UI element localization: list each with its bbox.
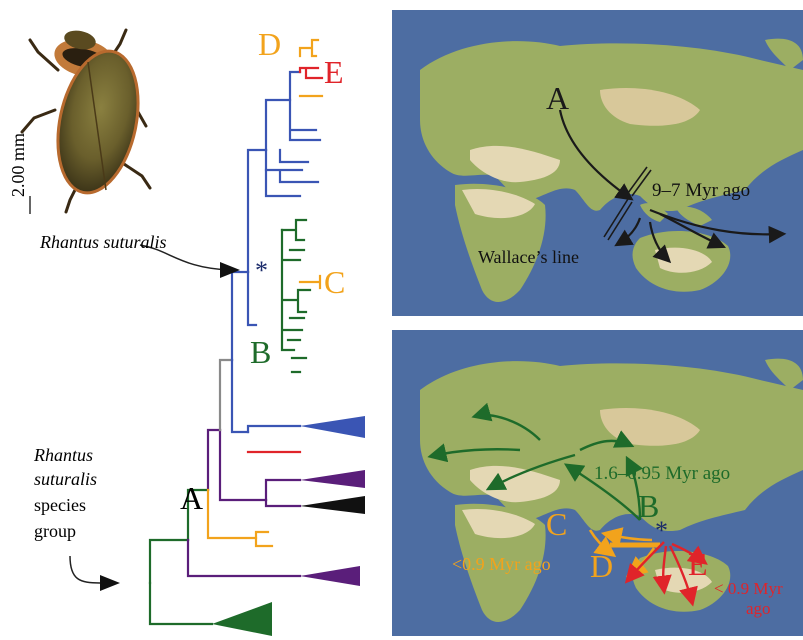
top-map-label-A: A — [546, 82, 569, 114]
wallace-line-label: Wallace’s line — [478, 248, 579, 266]
beetle-image — [22, 28, 150, 212]
scale-bar-label: 2.00 mm — [9, 131, 27, 199]
phylogeny — [150, 40, 322, 624]
species-group-line-1: Rhantus — [34, 446, 93, 464]
tree-branch-grey — [220, 360, 232, 430]
tree-branch-blue — [232, 72, 320, 432]
tree-node-E: E — [324, 56, 344, 88]
tree-branch-orange-C — [300, 276, 320, 288]
top-map-date: 9–7 Myr ago — [652, 181, 750, 200]
collapsed-clade-purple-2 — [300, 566, 360, 586]
tree-node-D: D — [258, 28, 281, 60]
tree-node-A: A — [180, 482, 203, 514]
species-group-line-3: species — [34, 496, 86, 514]
collapsed-clade-black — [300, 496, 365, 514]
bottom-map-date-CD: <0.9 Myr ago — [452, 555, 551, 573]
tree-node-B: B — [250, 336, 271, 368]
bottom-map-date-E-line2: ago — [746, 600, 771, 617]
species-group-line-4: group — [34, 522, 76, 540]
bottom-map-label-D: D — [590, 550, 613, 582]
map-top — [392, 10, 803, 316]
tree-branch-green-B — [282, 220, 310, 372]
collapsed-clade-green — [212, 602, 272, 636]
tree-asterisk: * — [255, 258, 268, 284]
taxon-pointer-head — [220, 262, 240, 278]
collapsed-clade-blue — [300, 416, 365, 438]
bottom-map-label-E: E — [688, 548, 708, 580]
bottom-map-asterisk: * — [655, 518, 668, 544]
bottom-map-date-B: 1.6–0.95 Myr ago — [594, 464, 730, 483]
group-pointer-head — [100, 575, 120, 591]
species-group-line-2: suturalis — [34, 470, 97, 488]
taxon-label: Rhantus suturalis — [40, 233, 167, 251]
tree-node-C: C — [324, 266, 345, 298]
collapsed-clade-purple-1 — [300, 470, 365, 488]
group-pointer-line — [70, 556, 100, 583]
bottom-map-date-E-line1: < 0.9 Myr — [714, 580, 783, 597]
bottom-map-label-C: C — [546, 508, 567, 540]
tree-branch-orange-lower — [208, 490, 272, 546]
